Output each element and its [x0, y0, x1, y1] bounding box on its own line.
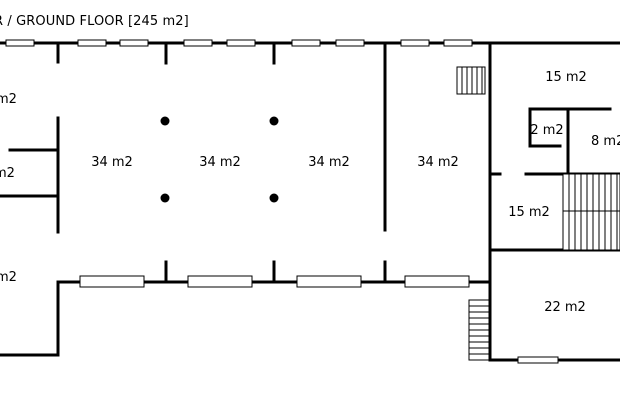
room-area-label: 15 m2 — [508, 205, 550, 220]
room-area-label: m2 — [0, 166, 15, 181]
room-area-label: m2 — [0, 92, 17, 107]
stairs-east — [562, 173, 620, 251]
stairs-north — [456, 66, 486, 95]
column — [160, 193, 170, 203]
south-windows — [79, 275, 559, 364]
interior-walls — [0, 41, 620, 284]
window-s4 — [404, 275, 470, 288]
window-n2 — [77, 39, 107, 47]
column — [160, 116, 170, 126]
window-n4 — [183, 39, 213, 47]
column — [269, 116, 279, 126]
room-labels: m2 m2 m2 34 m2 34 m2 34 m2 34 m2 15 m2 2… — [0, 70, 620, 315]
window-n5 — [226, 39, 256, 47]
room-area-label: 34 m2 — [308, 155, 350, 170]
room-area-label: 8 m2 — [591, 134, 620, 149]
window-s3 — [296, 275, 362, 288]
north-windows — [5, 39, 473, 47]
room-area-label: 22 m2 — [544, 300, 586, 315]
window-n1 — [5, 39, 35, 47]
window-n8 — [400, 39, 430, 47]
window-n7 — [335, 39, 365, 47]
window-n3 — [119, 39, 149, 47]
room-area-label: 15 m2 — [545, 70, 587, 85]
column — [269, 193, 279, 203]
room-area-label: 34 m2 — [91, 155, 133, 170]
columns — [160, 116, 279, 203]
exterior-walls — [0, 41, 620, 362]
room-area-label: 34 m2 — [199, 155, 241, 170]
room-area-label: m2 — [0, 270, 17, 285]
stairs-south — [468, 299, 490, 361]
window-n9 — [443, 39, 473, 47]
window-se — [517, 356, 559, 364]
window-s1 — [79, 275, 145, 288]
room-area-label: 2 m2 — [530, 123, 563, 138]
window-n6 — [291, 39, 321, 47]
plan-title: R / GROUND FLOOR [245 m2] — [0, 14, 189, 29]
room-area-label: 34 m2 — [417, 155, 459, 170]
window-s2 — [187, 275, 253, 288]
